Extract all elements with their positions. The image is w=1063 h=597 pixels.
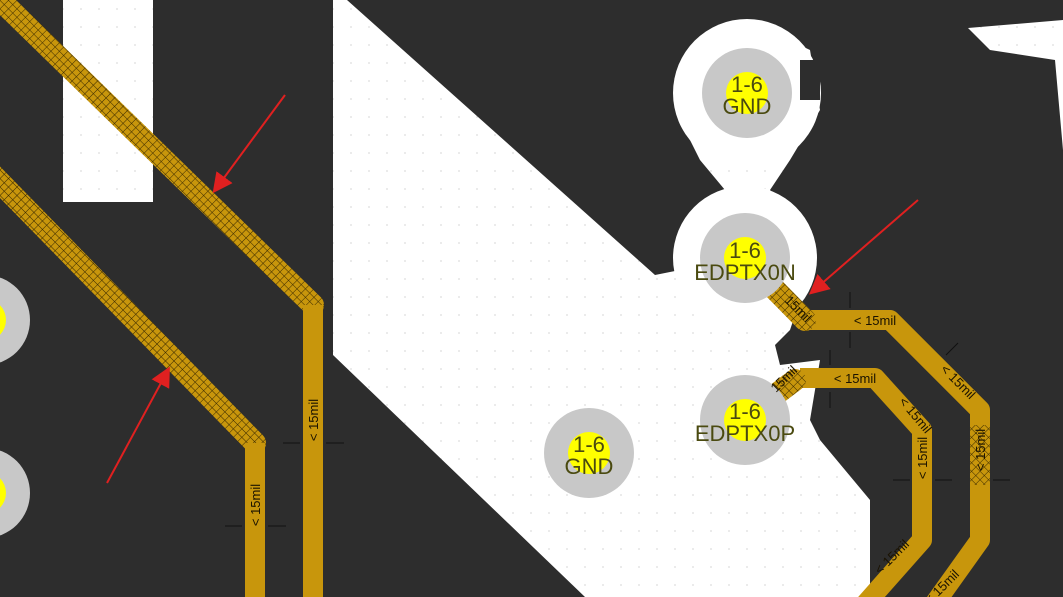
- annotation-arrow: [106, 366, 170, 484]
- pad-edptx0p[interactable]: 1-6 EDPTX0P: [695, 375, 795, 465]
- pad-partial-left[interactable]: [0, 448, 30, 538]
- pad-gnd-top[interactable]: 1-6 GND: [702, 48, 792, 138]
- pad-number: 1-6: [573, 432, 605, 457]
- annotation-arrow: [212, 94, 286, 194]
- pad-gnd-bottom[interactable]: 1-6 GND: [544, 408, 634, 498]
- pad-number: 1-6: [729, 399, 761, 424]
- width-label: < 15mil: [854, 313, 896, 328]
- annotation-arrow: [808, 199, 919, 295]
- trace-hatch-segment: [970, 425, 990, 485]
- pad-clearance-gap: [800, 60, 820, 100]
- pad-net: EDPTX0P: [695, 421, 795, 446]
- width-label: < 15mil: [306, 399, 321, 441]
- width-label: < 15mil: [973, 429, 988, 471]
- dimension-arrows: [225, 292, 1010, 527]
- trace-edptx0n: [805, 310, 990, 597]
- width-label: < 15mil: [834, 371, 876, 386]
- pad-net: GND: [565, 454, 614, 479]
- pad-net: EDPTX0N: [694, 260, 795, 285]
- trace-hatched-b: [0, 166, 266, 454]
- pad-number: 1-6: [729, 238, 761, 263]
- width-label: < 15mil: [248, 484, 263, 526]
- pad-partial-left[interactable]: [0, 275, 30, 365]
- copper-pour-top-right: [968, 20, 1063, 150]
- trace-edptx0p: [800, 368, 932, 597]
- pad-edptx0n[interactable]: 1-6 EDPTX0N: [694, 213, 796, 303]
- trace-hatched-a: [0, 0, 324, 316]
- pad-number: 1-6: [731, 72, 763, 97]
- pad-net: GND: [723, 94, 772, 119]
- width-label: < 15mil: [915, 437, 930, 479]
